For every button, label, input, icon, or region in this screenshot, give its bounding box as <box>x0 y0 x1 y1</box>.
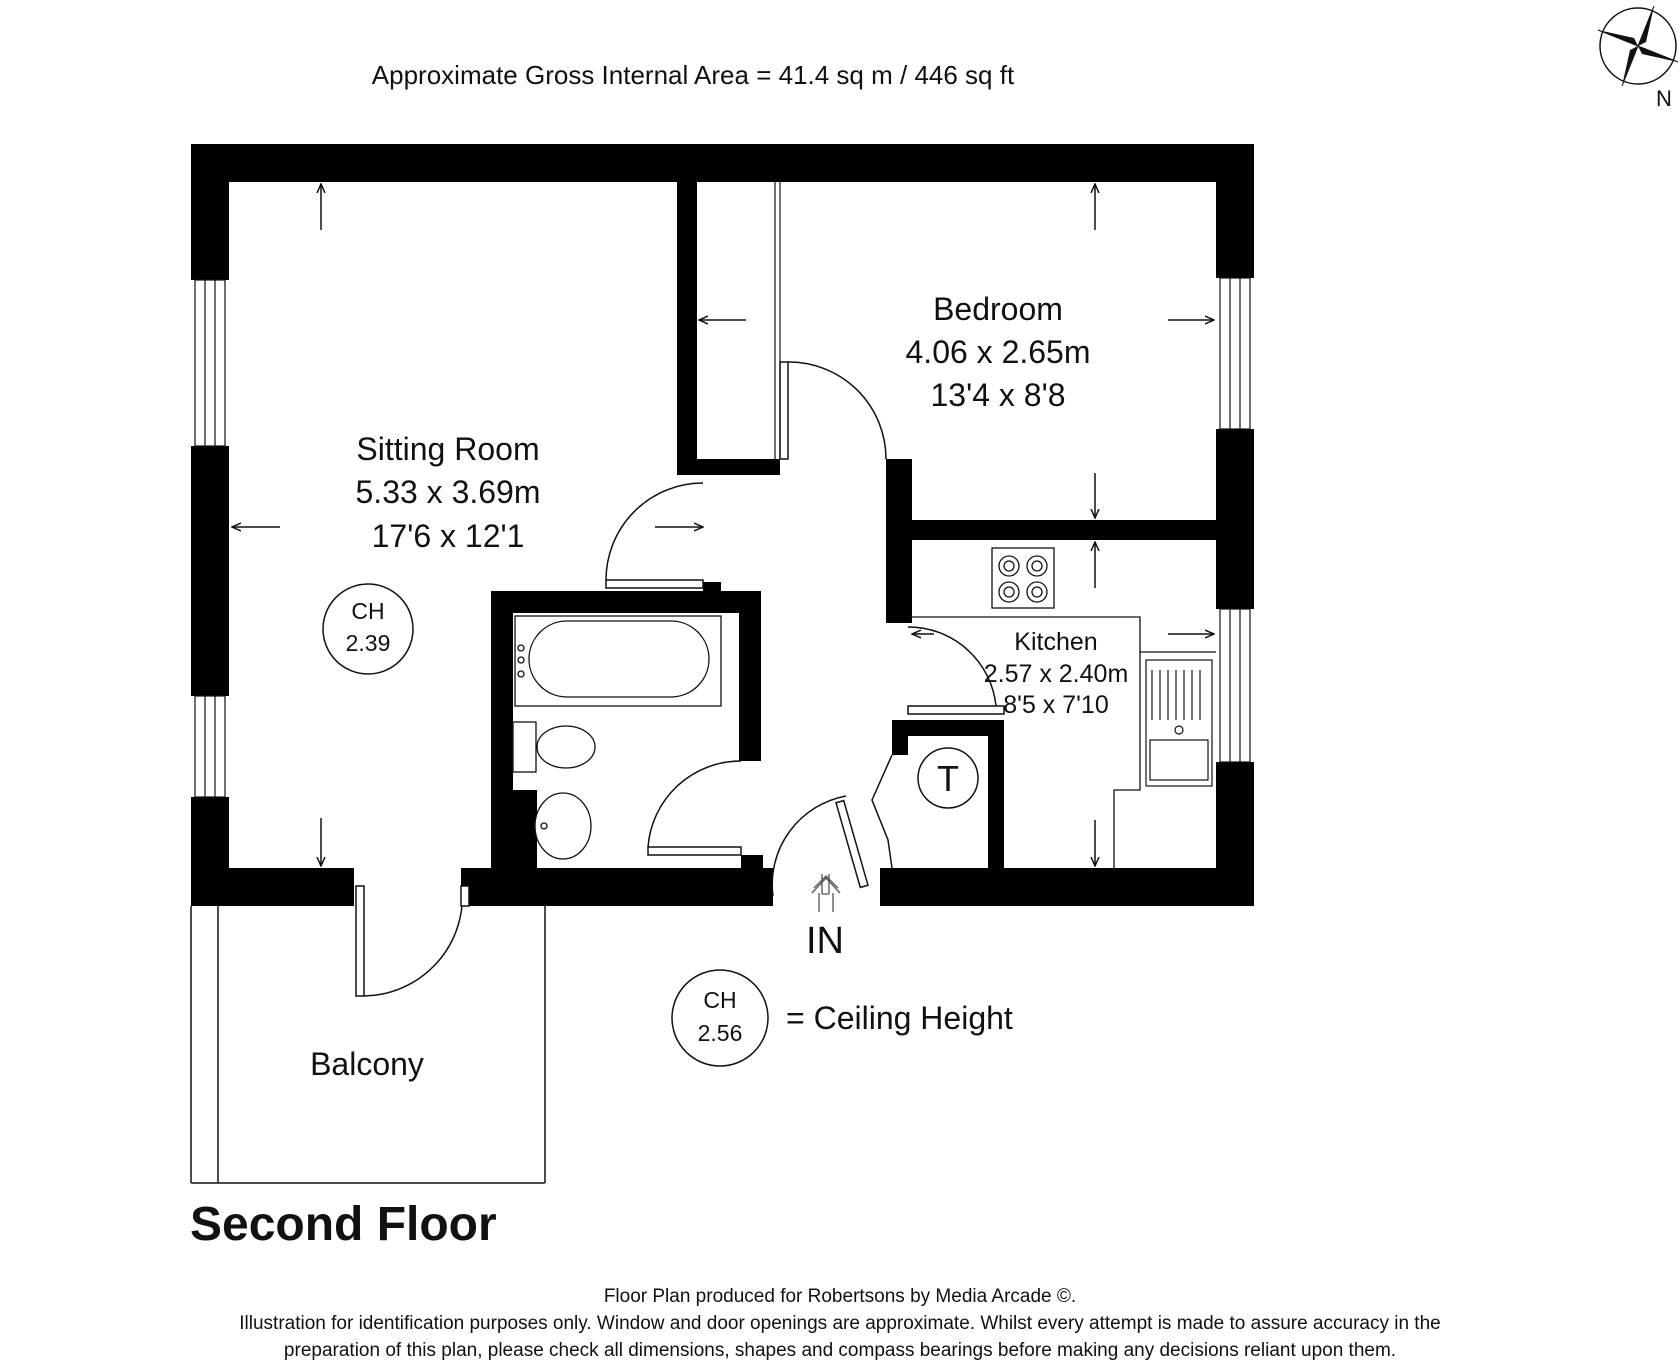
bath-icon <box>514 615 722 707</box>
legend-ch-text: = Ceiling Height <box>786 1000 1013 1036</box>
footer-disclaimer: Floor Plan produced for Robertsons by Me… <box>0 1283 1680 1364</box>
footer-disclaimer-line-1: Illustration for identification purposes… <box>239 1313 1441 1334</box>
window-sitting-upper <box>194 279 226 447</box>
kitchen-metric: 2.57 x 2.40m <box>984 660 1129 688</box>
footer-disclaimer-line-2: preparation of this plan, please check a… <box>283 1340 1397 1361</box>
tank-label: T <box>937 758 959 799</box>
bedroom-name: Bedroom <box>933 291 1063 327</box>
measurement-arrows <box>232 184 1214 866</box>
ceiling-height-value: 2.39 <box>346 630 391 656</box>
area-header: Approximate Gross Internal Area = 41.4 s… <box>372 60 1015 90</box>
hob-icon <box>991 547 1055 609</box>
legend-ch-value: 2.56 <box>698 1020 743 1046</box>
compass-north-label: N <box>1656 86 1672 111</box>
floor-title: Second Floor <box>190 1198 497 1251</box>
sitting-room-imperial: 17'6 x 12'1 <box>372 518 525 554</box>
entrance-label: IN <box>806 920 844 962</box>
toilet-icon <box>512 721 596 773</box>
wardrobe <box>774 182 781 459</box>
doors <box>355 361 1005 997</box>
bedroom-metric: 4.06 x 2.65m <box>906 334 1091 370</box>
walls <box>191 144 1254 906</box>
tank-icon <box>917 747 979 809</box>
compass-icon <box>1597 5 1679 87</box>
sitting-room-name: Sitting Room <box>356 431 539 467</box>
kitchen-imperial: 8'5 x 7'10 <box>1003 691 1108 719</box>
sitting-room-metric: 5.33 x 3.69m <box>356 474 541 510</box>
washbasin-icon <box>534 792 592 860</box>
window-kitchen <box>1219 608 1251 763</box>
kitchen-worktop <box>908 616 1216 868</box>
ceiling-height-label: CH <box>351 598 384 624</box>
window-bedroom <box>1219 277 1251 430</box>
sink-icon <box>1145 659 1213 787</box>
footer-credit: Floor Plan produced for Robertsons by Me… <box>603 1286 1077 1307</box>
kitchen-name: Kitchen <box>1014 628 1097 656</box>
entrance-arrow-icon <box>811 874 841 912</box>
ceiling-height-legend: CH 2.56 = Ceiling Height <box>671 969 1013 1067</box>
balcony-outline <box>190 906 546 1184</box>
legend-ch-label: CH <box>703 987 736 1013</box>
ceiling-height-marker: CH 2.39 <box>322 583 414 675</box>
bedroom-imperial: 13'4 x 8'8 <box>931 377 1066 413</box>
window-sitting-lower <box>194 695 226 798</box>
balcony-name: Balcony <box>310 1046 424 1082</box>
